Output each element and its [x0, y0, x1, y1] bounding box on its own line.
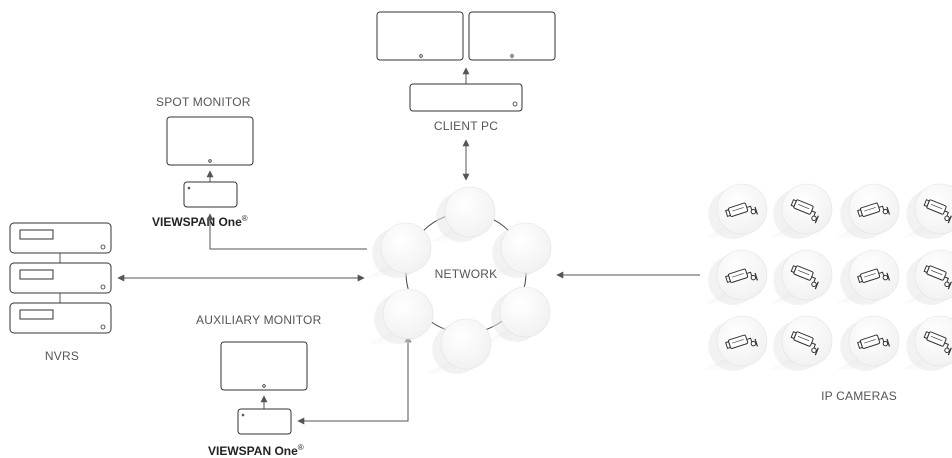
network-ring-icon — [366, 186, 552, 374]
cctv-camera-icon — [836, 315, 900, 371]
cctv-camera-icon — [704, 183, 768, 239]
client-pc-box — [409, 83, 523, 112]
cctv-camera-icon — [769, 249, 833, 305]
network-node — [368, 288, 434, 344]
cctv-camera-icon — [902, 183, 952, 239]
viewspan-decoder-aux — [237, 408, 292, 435]
spot-monitor-label: SPOT MONITOR — [156, 95, 251, 109]
viewspan-decoder-spot — [183, 181, 238, 208]
nvr-unit-3 — [9, 302, 112, 334]
auxiliary-monitor — [220, 341, 308, 391]
connector-network-to-aux-decoder — [297, 335, 412, 425]
cctv-camera-icon — [836, 183, 900, 239]
cctv-camera-icon — [769, 315, 833, 371]
network-node — [366, 222, 432, 278]
network-node — [426, 318, 492, 374]
nvrs-label: NVRS — [45, 349, 79, 363]
cctv-camera-icon — [902, 249, 952, 305]
network-label: NETWORK — [435, 267, 498, 281]
network-node — [485, 286, 551, 342]
client-pc-label: CLIENT PC — [434, 119, 498, 133]
nvr-unit-2 — [9, 262, 112, 294]
viewspan-label-spot: VIEWSPAN One® — [152, 214, 248, 229]
cctv-camera-icon — [769, 183, 833, 239]
network-node — [430, 186, 496, 242]
auxiliary-monitor-label: AUXILIARY MONITOR — [196, 313, 322, 327]
connector-network-to-spot-decoder — [206, 213, 367, 250]
cctv-camera-icon — [836, 249, 900, 305]
spot-monitor — [166, 116, 254, 166]
cctv-camera-icon — [704, 249, 768, 305]
network-node — [486, 222, 552, 278]
viewspan-label-aux: VIEWSPAN One® — [208, 443, 304, 458]
client-monitor-right — [468, 11, 556, 61]
cctv-camera-icon — [704, 315, 768, 371]
nvr-unit-1 — [9, 222, 112, 254]
cctv-camera-icon — [902, 315, 952, 371]
client-monitor-left — [376, 11, 464, 61]
ip-cameras-label: IP CAMERAS — [821, 389, 897, 403]
ip-camera-grid — [704, 183, 952, 371]
